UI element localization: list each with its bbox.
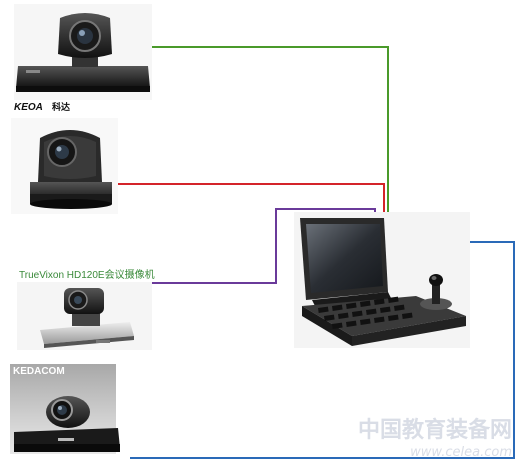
joystick-icon — [420, 274, 452, 310]
ptz-camera-black-on-base-icon — [16, 13, 150, 92]
kedacom-camera-on-bar-icon — [14, 396, 120, 452]
kedacom-label: KEDACOM — [13, 366, 65, 377]
keoa-logo-text: KEOA — [14, 102, 43, 113]
red-connection-line — [118, 183, 385, 220]
camera-3: TrueVixon HD120E会议摄像机 — [17, 268, 155, 350]
camera-4: KEDACOM — [10, 364, 120, 454]
truevixon-label: TrueVixon HD120E会议摄像机 — [19, 268, 155, 281]
controller-keys — [317, 296, 413, 329]
ptz-camera-dark-dome-icon — [30, 130, 112, 209]
keoa-logo-cn-text: 科达 — [52, 101, 70, 112]
green-connection-line — [152, 46, 389, 218]
keoa-logo: KEOA 科达 — [14, 101, 70, 113]
watermark: 中国教育装备网 www.celea.com — [358, 417, 512, 460]
camera-2 — [11, 118, 118, 214]
conference-camera-icon — [40, 288, 134, 348]
camera-1 — [14, 4, 152, 100]
watermark-cn-text: 中国教育装备网 — [358, 417, 512, 443]
ptz-keyboard-controller-with-monitor-icon — [300, 218, 466, 346]
ptz-controller — [294, 212, 470, 348]
watermark-url-text: www.celea.com — [410, 445, 512, 460]
